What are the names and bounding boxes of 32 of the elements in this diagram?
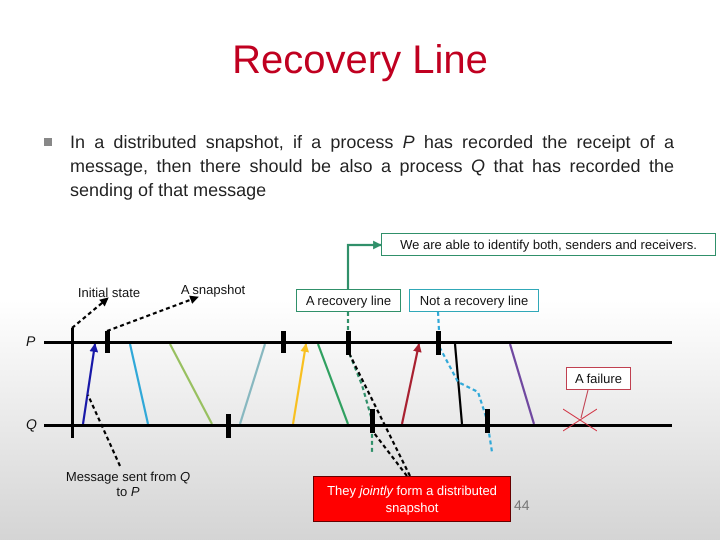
leader-line <box>436 312 494 452</box>
checkpoint-bar <box>346 331 351 355</box>
arrow <box>346 240 382 289</box>
annotation-text: A snapshot <box>172 280 254 298</box>
message-arrow <box>292 343 310 424</box>
checkpoint-bar <box>281 331 286 353</box>
leader-line <box>106 296 199 332</box>
message-arrow <box>82 343 98 424</box>
callout-box: A recovery line <box>296 289 401 312</box>
callout-box: Not a recovery line <box>409 289 539 312</box>
leader-line <box>373 432 408 477</box>
checkpoint-bar <box>436 331 441 355</box>
callout-box: They jointly form a distributed snapshot <box>313 476 511 522</box>
callout-box: A failure <box>566 367 631 390</box>
checkpoint-bar <box>226 414 231 438</box>
message-arrow <box>400 343 422 424</box>
slide-title: Recovery Line <box>231 38 489 83</box>
bullet-text: In a distributed snapshot, if a process P has recorded the receipt of a message, then there should be also a process Q that has recorded the sending of that message <box>70 131 674 202</box>
leader-line <box>87 394 121 466</box>
page-number: 44 <box>514 497 530 513</box>
process-label: P <box>26 333 36 349</box>
checkpoint-bar <box>370 409 375 433</box>
checkpoint-bar <box>105 331 110 353</box>
annotation-text: Message sent from Q to P <box>60 466 196 502</box>
leader-line <box>349 354 411 476</box>
leader-line <box>346 312 374 452</box>
process-label: Q <box>26 416 37 432</box>
leader-line <box>71 297 109 329</box>
checkpoint-bar <box>485 409 490 433</box>
callout-box: We are able to identify both, senders and receivers. <box>381 233 716 256</box>
checkpoint-bar <box>71 328 74 438</box>
annotation-text: Initial state <box>70 283 148 301</box>
